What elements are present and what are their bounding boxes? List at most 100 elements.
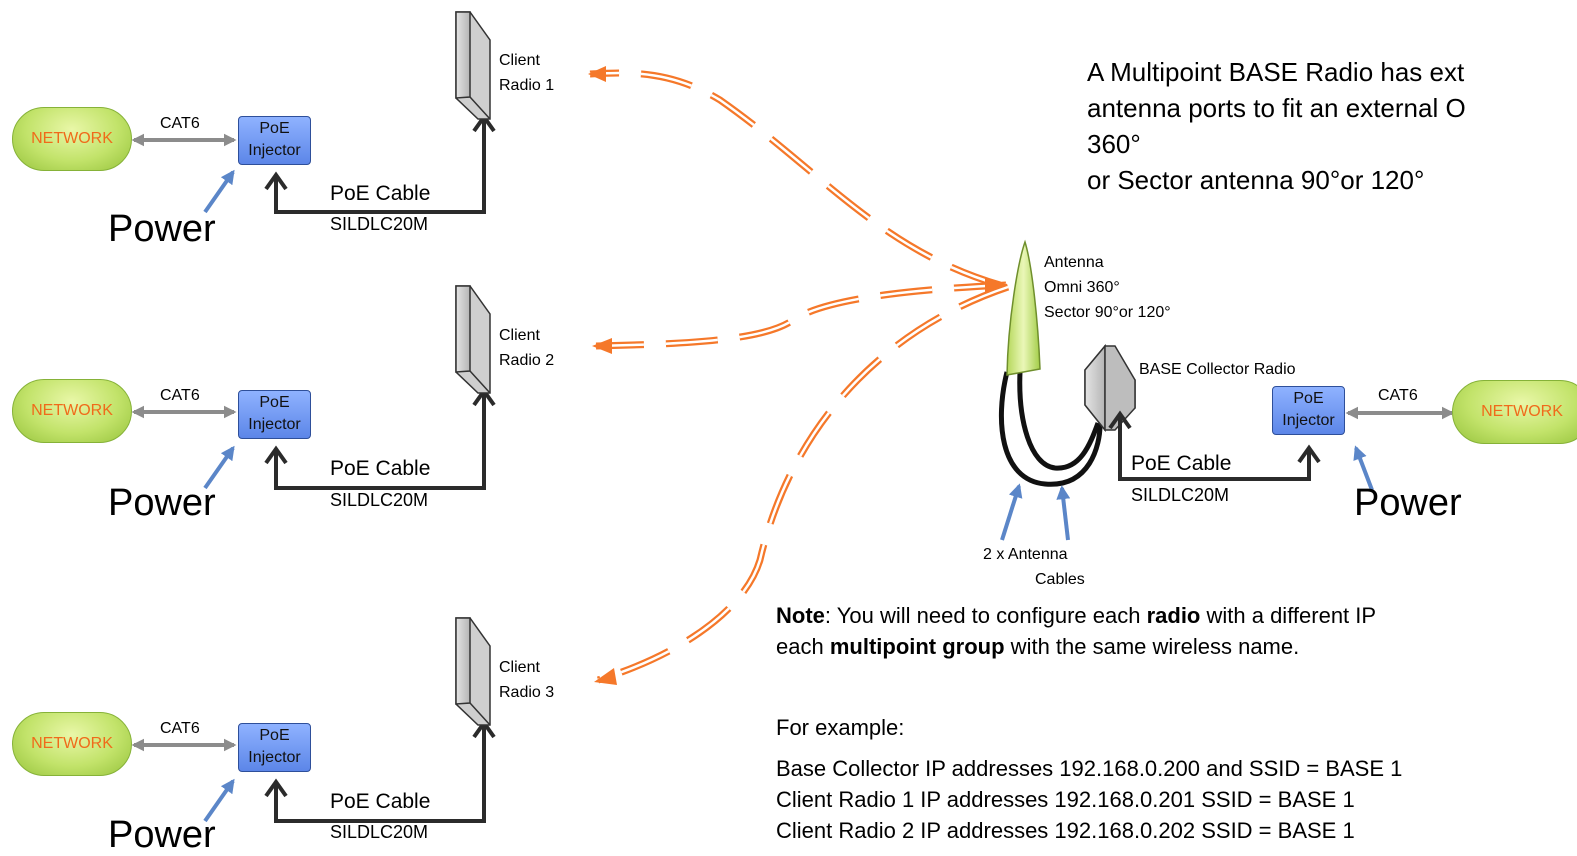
power-arrow [203,778,235,823]
note-text-part: : You will need to configure each [824,603,1147,628]
client-radio-3-label: Client Radio 3 [499,655,554,705]
antenna-cable-pointer [1000,483,1023,541]
wireless-link-3 [594,283,1010,685]
poe-cable-line [274,725,486,823]
network-label: NETWORK [1481,403,1563,420]
antenna-label-line3: Sector 90°or 120° [1044,304,1171,321]
note-line-2: each multipoint group with the same wire… [776,631,1376,662]
cat6-label: CAT6 [160,115,200,132]
poe-injector-line1: PoE [259,120,290,137]
wireless-link-2 [592,277,1008,354]
omni-antenna-icon [1006,239,1041,376]
note-text-part: each [776,634,830,659]
poe-injector-3: PoE Injector [238,723,311,772]
note-text-part: with the same wireless name. [1004,634,1300,659]
antenna-label-line2: Omni 360° [1044,279,1120,296]
client-radio-3-icon [455,617,491,726]
examples-heading: For example: [776,715,905,740]
note-bold: radio [1146,603,1201,628]
row2-links [131,387,496,490]
note-text-part: with a different IP [1200,603,1377,628]
network-label: NETWORK [31,735,113,752]
network-label: NETWORK [31,402,113,419]
wireless-link-1 [588,66,1001,289]
poe-cable-arrowhead [1108,410,1132,430]
network-cloud-3: NETWORK [12,712,132,776]
power-arrow [203,445,235,490]
note-line-1: Note: You will need to configure each ra… [776,600,1376,631]
antenna-label-line1: Antenna [1044,254,1104,271]
client-radio-label-line1: Client [499,327,540,344]
client-radio-1-icon [455,11,491,120]
network-cloud-2: NETWORK [12,379,132,443]
poe-cable-line [274,393,486,490]
note-bold: multipoint group [829,634,1005,659]
antenna-cables [998,371,1103,487]
poe-cable-arrowhead [264,171,288,191]
base-radio-icon [1084,343,1136,433]
poe-injector-1: PoE Injector [238,116,311,165]
client-radio-1-label: Client Radio 1 [499,48,554,98]
info-line: 360° [1087,129,1141,159]
power-arrow [203,169,235,214]
client-radio-2-icon [455,285,491,394]
antenna-cables-label: 2 x Antenna Cables [983,542,1093,592]
network-label: NETWORK [31,130,113,147]
cat6-label: CAT6 [160,387,200,404]
poe-injector-base: PoE Injector [1272,386,1345,435]
cat6-label: CAT6 [160,720,200,737]
network-cloud-base: NETWORK [1452,380,1577,444]
power-label: Power [108,814,216,856]
power-label: Power [108,208,216,250]
wireless-links [588,66,1010,685]
power-arrow-base [1353,445,1374,491]
poe-cable-sku: SILDLC20M [330,822,429,842]
poe-injector-2: PoE Injector [238,390,311,439]
poe-cable-label: PoE Cable [1131,452,1232,475]
poe-cable-label: PoE Cable [330,457,431,480]
client-radio-label-line2: Radio 3 [499,684,555,701]
client-radio-label-line2: Radio 2 [499,352,555,369]
note-bold: Note [776,603,825,628]
examples-block: For example: Base Collector IP addresses… [776,712,1402,846]
antenna-cable-pointer [1056,485,1071,541]
poe-cable-arrowhead [264,778,288,798]
poe-cable-label: PoE Cable [330,182,431,205]
base-collector-label: BASE Collector Radio [1139,361,1296,378]
poe-injector-line2: Injector [1282,412,1335,429]
client-radio-2-label: Client Radio 2 [499,323,554,373]
poe-cable-base-line [1118,414,1311,481]
cat6-label: CAT6 [1378,387,1418,404]
poe-injector-line1: PoE [1293,390,1324,407]
antenna-label: Antenna Omni 360° Sector 90°or 120° [1044,250,1171,325]
info-line: or Sector antenna 90°or 120° [1087,165,1425,195]
poe-cable-sku: SILDLC20M [330,490,429,510]
poe-injector-line2: Injector [248,416,301,433]
power-label: Power [1354,482,1462,524]
network-cloud-1: NETWORK [12,107,132,171]
client-radio-label-line2: Radio 1 [499,77,555,94]
poe-injector-line1: PoE [259,727,290,744]
example-line: Base Collector IP addresses 192.168.0.20… [776,756,1403,781]
poe-cable-line [274,119,486,214]
poe-injector-line2: Injector [248,749,301,766]
info-line: antenna ports to fit an external O [1087,93,1466,123]
example-line: Client Radio 2 IP addresses 192.168.0.20… [776,818,1355,843]
poe-cable-arrowhead [1297,444,1321,464]
antenna-cables-line1: 2 x Antenna [983,546,1068,563]
poe-injector-line1: PoE [259,394,290,411]
poe-cable-sku: SILDLC20M [1131,485,1230,505]
info-text: A Multipoint BASE Radio has ext antenna … [1087,54,1466,198]
antenna-cables-line2: Cables [1035,571,1085,588]
info-line: A Multipoint BASE Radio has ext [1087,57,1465,87]
client-radio-label-line1: Client [499,52,540,69]
client-radio-label-line1: Client [499,659,540,676]
example-line: Client Radio 1 IP addresses 192.168.0.20… [776,787,1355,812]
poe-injector-line2: Injector [248,142,301,159]
poe-cable-label: PoE Cable [330,790,431,813]
power-label: Power [108,482,216,524]
row1-links [131,113,496,214]
poe-cable-arrowhead [264,445,288,465]
poe-cable-sku: SILDLC20M [330,214,429,234]
